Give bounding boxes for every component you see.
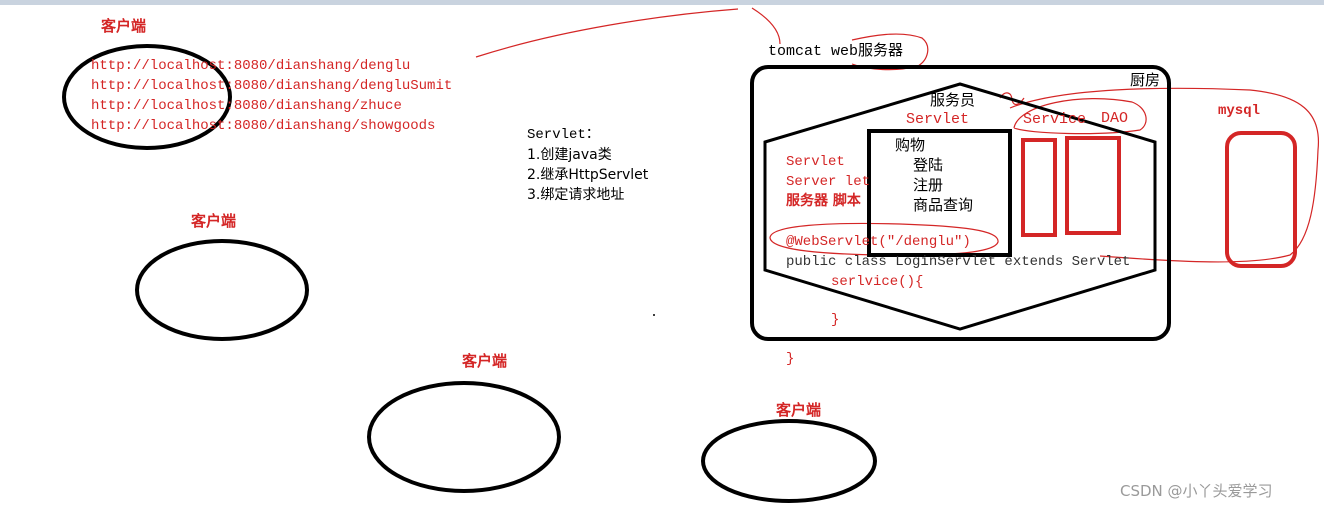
menu-login: 登陆	[913, 156, 944, 174]
waiter-label: 服务员	[930, 91, 976, 109]
code-service-method: serlvice(){	[831, 274, 924, 290]
service-label: Service	[1023, 111, 1087, 128]
request-url-denglusumit: http://localhost:8080/dianshang/dengluSu…	[91, 78, 453, 94]
client-label-2: 客户端	[191, 212, 237, 230]
servlet-hexagon	[763, 82, 1157, 331]
menu-register: 注册	[913, 176, 944, 194]
client-ellipse-2	[135, 239, 309, 341]
server-let-label: Server let	[786, 174, 871, 190]
hook-stroke-top	[751, 7, 781, 45]
client-label-3: 客户端	[462, 352, 508, 370]
annotation-circle	[769, 222, 999, 256]
request-url-denglu: http://localhost:8080/dianshang/denglu	[91, 58, 411, 74]
servlet-menu-box	[867, 129, 1012, 257]
mysql-box	[1225, 131, 1297, 268]
code-close-method: }	[831, 312, 840, 328]
request-url-showgoods: http://localhost:8080/dianshang/showgood…	[91, 118, 436, 134]
server-script-label: 服务器 脚本	[786, 193, 861, 209]
servlet-step-3: 3.绑定请求地址	[527, 187, 625, 203]
code-annotation: @WebServlet("/denglu")	[786, 234, 971, 250]
menu-shopping: 购物	[895, 136, 926, 154]
server-title-circle	[851, 33, 929, 71]
dao-box	[1065, 136, 1121, 235]
code-close-class: }	[786, 351, 795, 367]
kitchen-label: 厨房	[1130, 71, 1161, 89]
request-url-zhuce: http://localhost:8080/dianshang/zhuce	[91, 98, 402, 114]
client-label-1: 客户端	[101, 17, 147, 35]
client-ellipse-4	[701, 419, 877, 503]
servlet-step-2: 2.继承HttpServlet	[527, 167, 649, 183]
menu-query: 商品查询	[913, 196, 974, 214]
service-box	[1021, 138, 1057, 237]
client-ellipse-3	[367, 381, 561, 493]
client-ellipse-1	[62, 44, 232, 150]
client-label-4: 客户端	[776, 401, 822, 419]
csdn-watermark: CSDN @小丫头爱学习	[1120, 482, 1273, 500]
mysql-label: mysql	[1218, 103, 1261, 119]
code-class-declaration: public class LoginServlet extends Servle…	[786, 254, 1131, 270]
dao-label: DAO	[1101, 110, 1129, 127]
service-dao-circle	[1013, 98, 1147, 135]
stray-dot	[653, 314, 655, 316]
arrow-stroke-to-server	[475, 8, 739, 58]
servlet-left-label: Servlet	[786, 154, 845, 170]
servlet-steps-title: Servlet：	[527, 127, 600, 143]
servlet-step-1: 1.创建java类	[527, 147, 612, 163]
top-window-edge	[0, 0, 1324, 5]
tomcat-server-box	[750, 65, 1171, 341]
mysql-loop	[1009, 87, 1320, 263]
tomcat-server-title: tomcat web服务器	[768, 43, 904, 60]
servlet-top-label: Servlet	[906, 111, 970, 128]
